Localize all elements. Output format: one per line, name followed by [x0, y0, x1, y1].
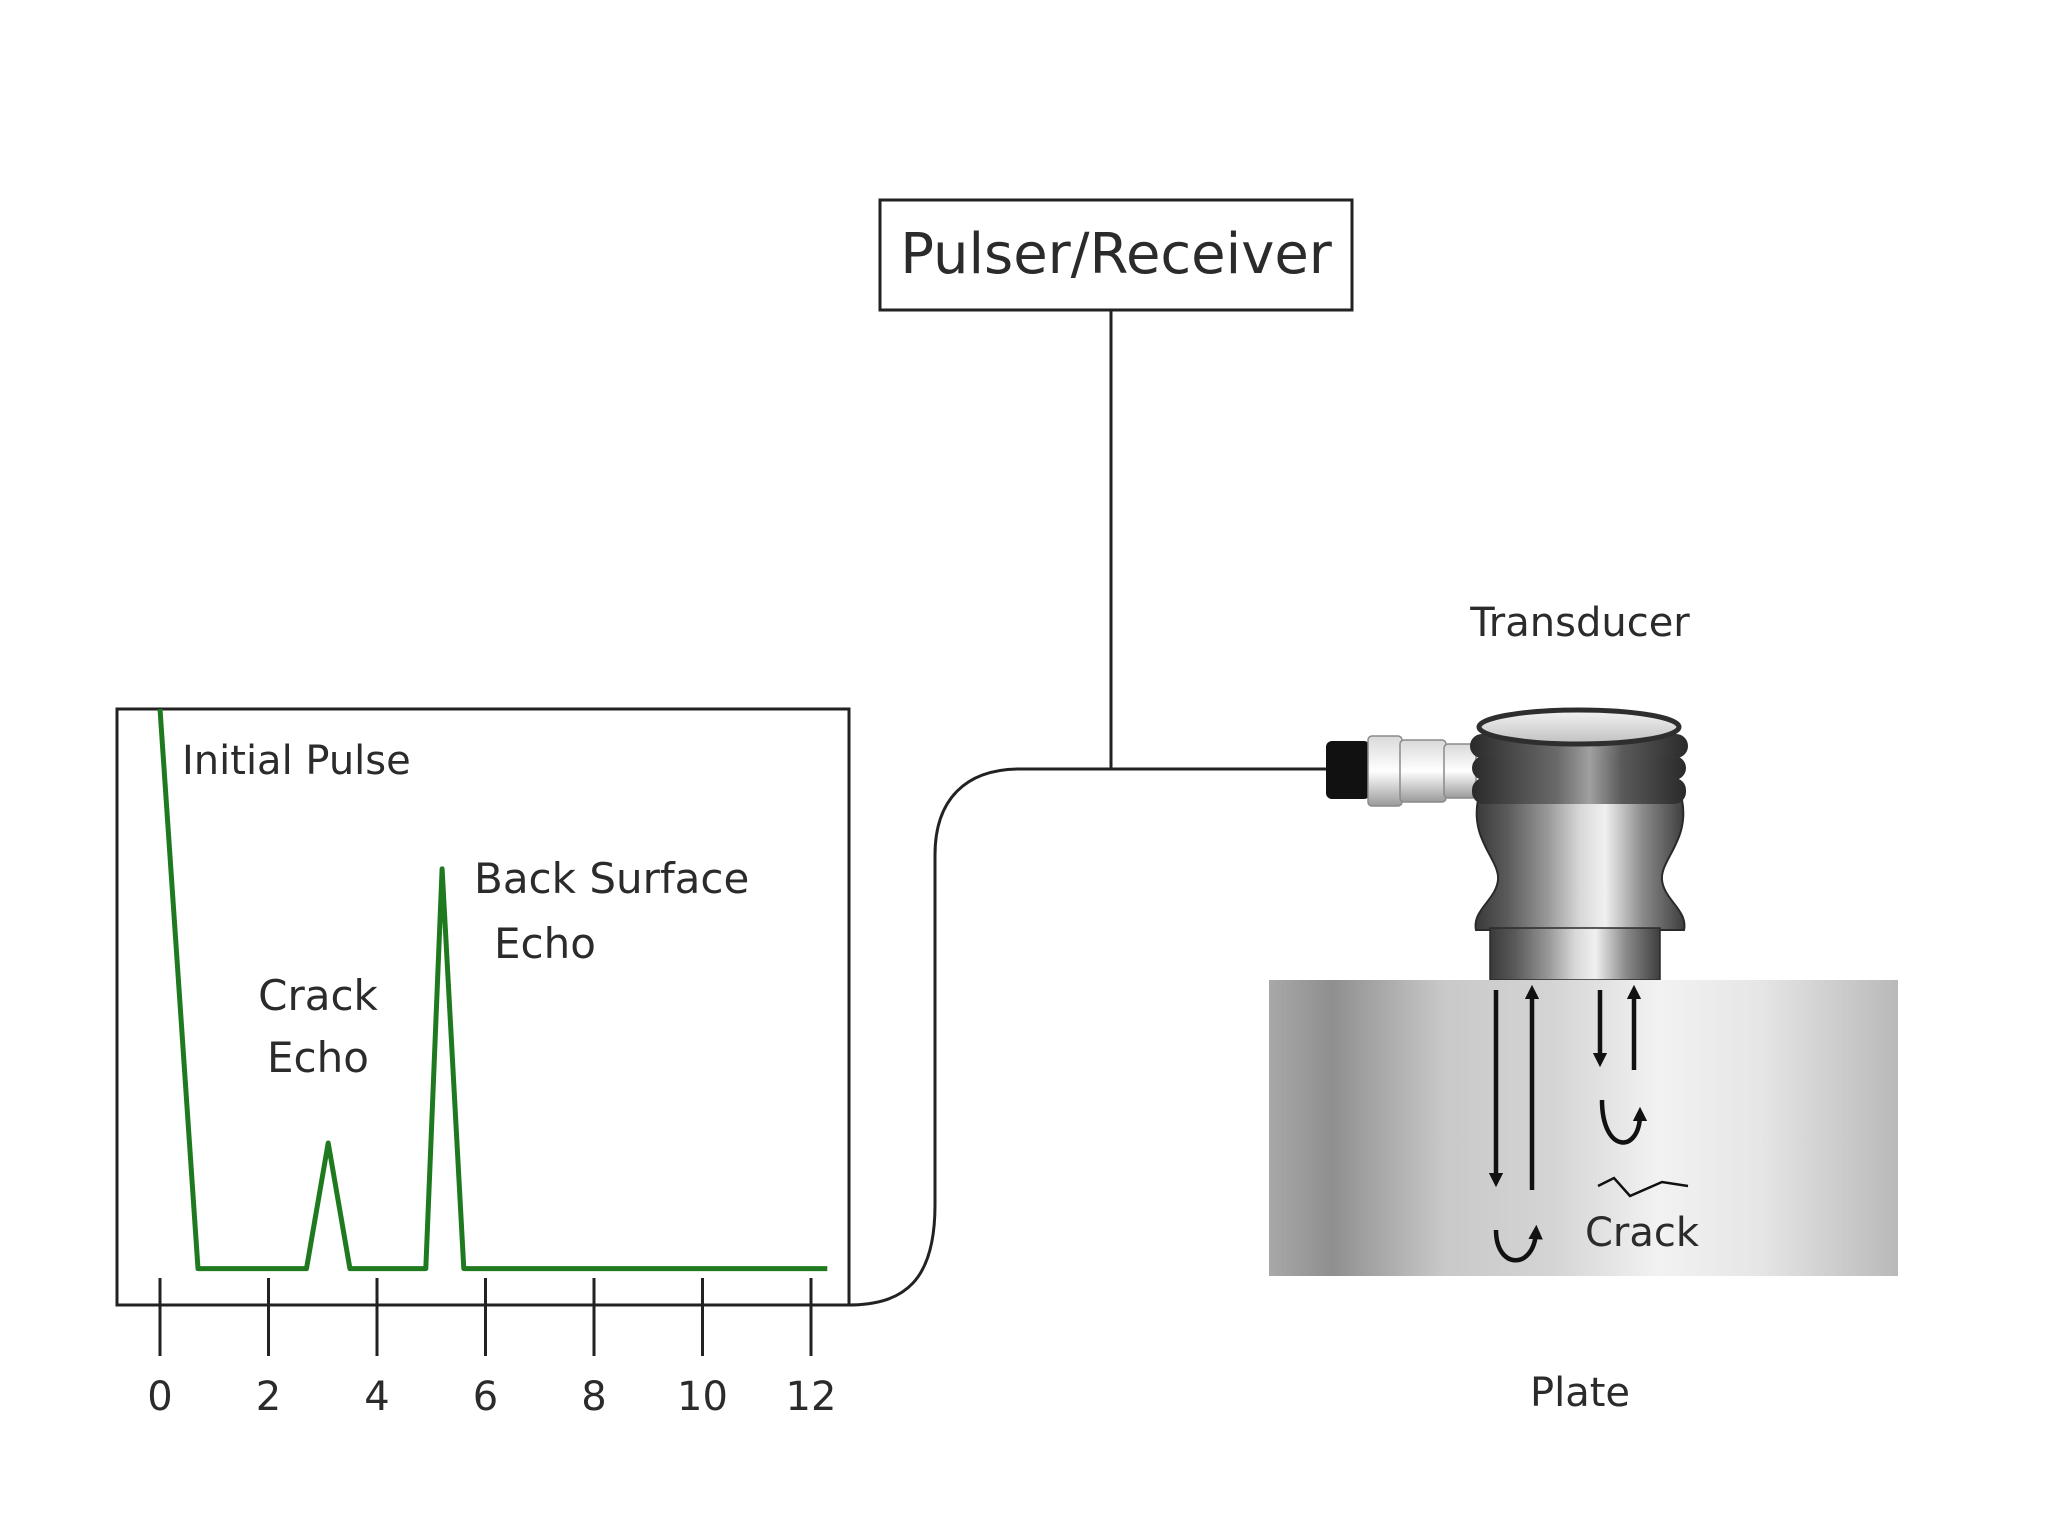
trace-line-0	[157, 708, 828, 1272]
x-tick-label-8: 8	[581, 1374, 606, 1420]
crack-reflection-arrow	[1599, 1099, 1648, 1145]
scope-trace-layer	[157, 708, 828, 1272]
cables	[847, 310, 1330, 1307]
transducer-label: Transducer	[1469, 600, 1690, 646]
back-surface-reflection-arrow	[1493, 1224, 1543, 1263]
x-tick-label-12: 12	[786, 1374, 837, 1420]
back-surface-echo-label-line2: Echo	[494, 919, 596, 968]
crack-icon	[1597, 1176, 1689, 1198]
pulser-receiver-label: Pulser/Receiver	[900, 222, 1333, 287]
crack-echo-label-line1: Crack	[258, 971, 378, 1020]
plate-label: Plate	[1530, 1370, 1630, 1416]
crack-echo-label-line2: Echo	[267, 1033, 369, 1082]
x-tick-label-2: 2	[256, 1374, 281, 1420]
transducer-cap	[1476, 707, 1682, 747]
x-tick-label-4: 4	[364, 1374, 389, 1420]
scope-ticks: 0 2 4 6 8 10 12	[147, 1278, 836, 1420]
plate-block	[1269, 980, 1898, 1276]
transducer-neck	[1489, 927, 1661, 981]
x-tick-label-10: 10	[677, 1374, 728, 1420]
x-tick-label-0: 0	[147, 1374, 172, 1420]
crack-label: Crack	[1585, 1210, 1700, 1256]
scope-frame	[115, 707, 851, 1307]
transducer-body	[1474, 799, 1686, 931]
initial-pulse-label: Initial Pulse	[182, 738, 411, 784]
sound-path-arrows	[1488, 984, 1648, 1263]
scope-transducer-cable	[847, 767, 1330, 1307]
transducer-connector	[1326, 735, 1477, 807]
back-surface-echo-label-line1: Back Surface	[474, 854, 749, 903]
plate	[1269, 980, 1898, 1276]
pulser-receiver-box	[878, 198, 1354, 312]
pulser-receiver: Pulser/Receiver	[878, 198, 1354, 312]
transducer	[1326, 707, 1688, 981]
scope-display: 0 2 4 6 8 10 12 Initial Pulse Crack Echo Back …	[115, 707, 851, 1420]
x-tick-label-6: 6	[473, 1374, 498, 1420]
